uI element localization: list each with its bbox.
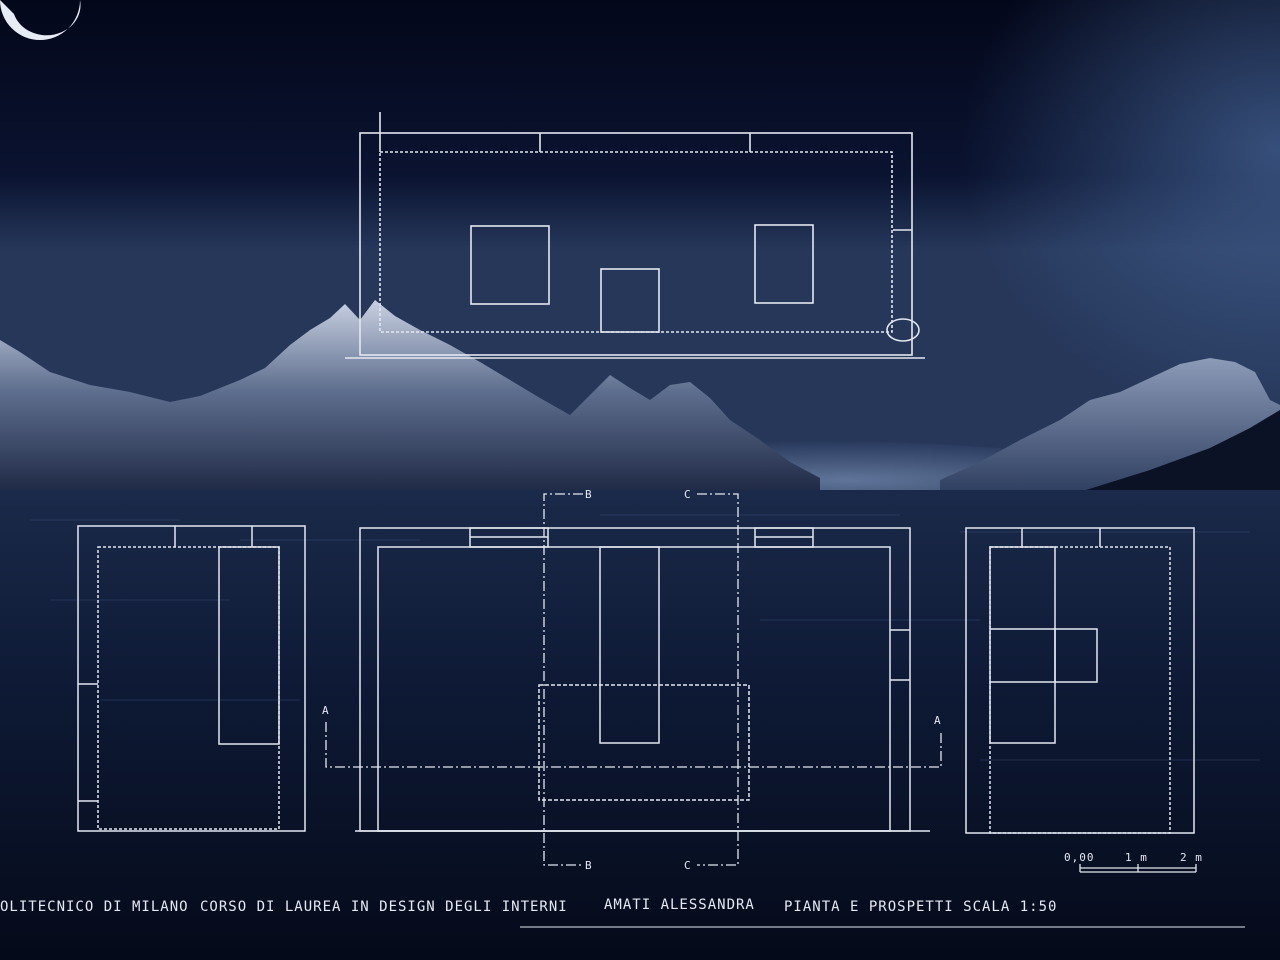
elevation-center-furniture bbox=[538, 684, 750, 801]
mountain-range-left bbox=[0, 300, 820, 500]
scale-label-1: 1 m bbox=[1125, 851, 1148, 864]
title-block: OLITECNICO DI MILANO CORSO DI LAUREA IN … bbox=[0, 897, 1245, 928]
plan-fixture bbox=[886, 318, 920, 342]
elevation-center-door bbox=[599, 546, 660, 744]
plan-outer-wall bbox=[359, 132, 913, 356]
scale-label-0: 0,00 bbox=[1064, 851, 1095, 864]
section-mark-a-right: A bbox=[934, 714, 942, 727]
section-line-a bbox=[325, 722, 942, 768]
title-author: AMATI ALESSANDRA bbox=[604, 897, 755, 913]
lake-water bbox=[0, 490, 1280, 960]
section-mark-b-top: B bbox=[585, 488, 593, 501]
section-lines bbox=[325, 493, 942, 866]
elevation-left-door bbox=[218, 546, 280, 745]
section-mark-b-bottom: B bbox=[585, 859, 593, 872]
elevation-left-outer bbox=[77, 525, 306, 832]
plan-furniture-center bbox=[600, 268, 660, 333]
section-mark-c-bottom: C bbox=[684, 859, 692, 872]
section-mark-c-top: C bbox=[684, 488, 692, 501]
water-ripples bbox=[30, 514, 1260, 761]
scale-label-2: 2 m bbox=[1180, 851, 1203, 864]
plan-furniture-right bbox=[754, 224, 814, 304]
mountain-shadow-right bbox=[1070, 410, 1280, 500]
floor-plan bbox=[345, 112, 925, 359]
section-line-c bbox=[697, 493, 739, 866]
crescent-moon-icon bbox=[0, 0, 81, 40]
title-sheet: PIANTA E PROSPETTI SCALA 1:50 bbox=[784, 899, 1057, 915]
section-mark-a-left: A bbox=[322, 704, 330, 717]
elevation-right bbox=[965, 527, 1195, 834]
elevation-center bbox=[355, 527, 930, 832]
elevation-right-inner bbox=[989, 546, 1171, 834]
plan-furniture-left bbox=[470, 225, 550, 305]
title-course: CORSO DI LAUREA IN DESIGN DEGLI INTERNI bbox=[200, 899, 568, 915]
elevation-right-window bbox=[1054, 628, 1098, 683]
title-school: OLITECNICO DI MILANO bbox=[0, 899, 189, 915]
scale-bar: 0,00 1 m 2 m bbox=[1064, 851, 1203, 873]
section-line-b bbox=[543, 493, 583, 866]
elevation-left bbox=[77, 525, 306, 832]
section-labels: A A B B C C bbox=[322, 488, 942, 872]
